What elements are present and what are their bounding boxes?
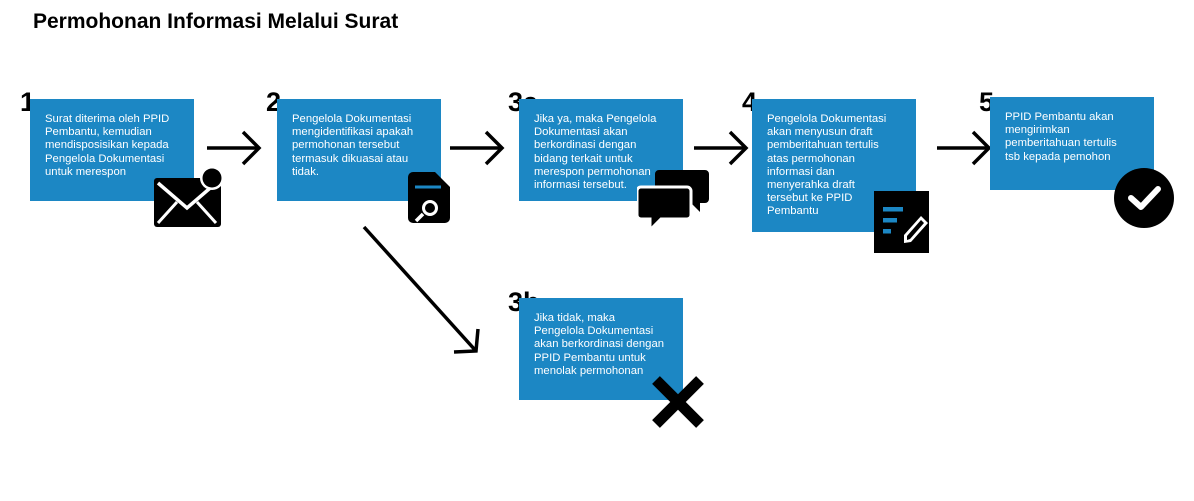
step-text-2: Pengelola Dokumentasi mengidentifikasi a… <box>292 113 414 178</box>
step-text-5: PPID Pembantu akan mengirimkan pemberita… <box>1005 111 1117 163</box>
step-text-3a: Jika ya, maka Pengelola Dokumentasi akan… <box>534 113 657 192</box>
chat-bubbles-icon <box>637 170 709 233</box>
step-text-4: Pengelola Dokumentasi akan menyusun draf… <box>767 113 887 218</box>
arrow-2-to-3b <box>362 225 480 354</box>
page-title: Permohonan Informasi Melalui Surat <box>33 10 399 33</box>
mail-notification-icon <box>154 166 224 227</box>
arrow-2-to-3a <box>450 130 505 166</box>
document-search-icon <box>408 172 450 223</box>
arrow-1-to-2 <box>207 130 262 166</box>
arrow-4-to-5 <box>937 130 992 166</box>
step-text-1: Surat diterima oleh PPID Pembantu, kemud… <box>45 113 170 178</box>
cross-icon <box>652 376 704 428</box>
edit-document-icon <box>874 191 929 253</box>
step-text-3b: Jika tidak, maka Pengelola Dokumentasi a… <box>534 312 665 377</box>
check-circle-icon <box>1114 168 1174 228</box>
arrow-3a-to-4 <box>694 130 749 166</box>
